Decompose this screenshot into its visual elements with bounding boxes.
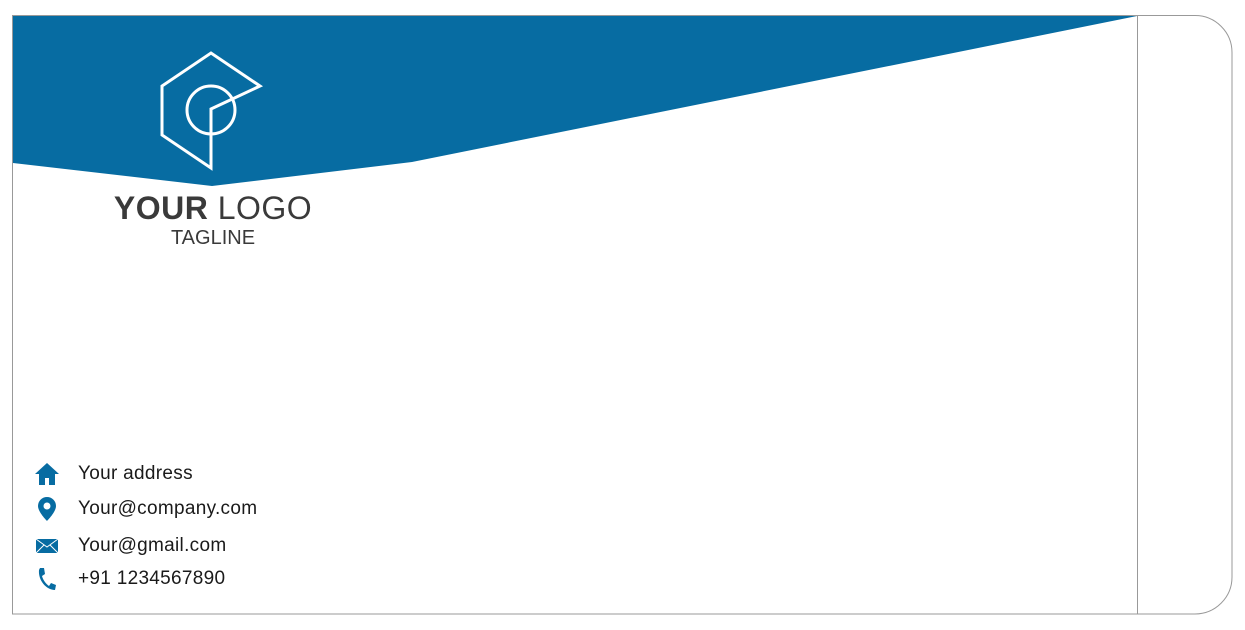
company-email-text: Your@company.com [78,498,258,519]
logo-regular: LOGO [217,190,313,226]
envelope-icon [35,538,59,554]
contact-phone: +91 1234567890 [34,565,225,593]
phone-text: +91 1234567890 [78,568,226,589]
phone-icon [38,568,56,590]
contact-address: Your address [34,460,193,488]
contact-gmail: Your@gmail.com [34,532,226,560]
logo-text: YOUR LOGO [108,190,318,227]
contact-company-email: Your@company.com [34,495,257,523]
logo-mark [160,51,264,171]
logo-bold: YOUR [113,190,209,226]
location-pin-icon [38,497,56,521]
address-text: Your address [78,463,193,484]
gmail-text: Your@gmail.com [78,535,227,556]
tagline: TAGLINE [170,227,256,249]
home-icon [35,463,59,485]
header-banner [13,16,1137,186]
